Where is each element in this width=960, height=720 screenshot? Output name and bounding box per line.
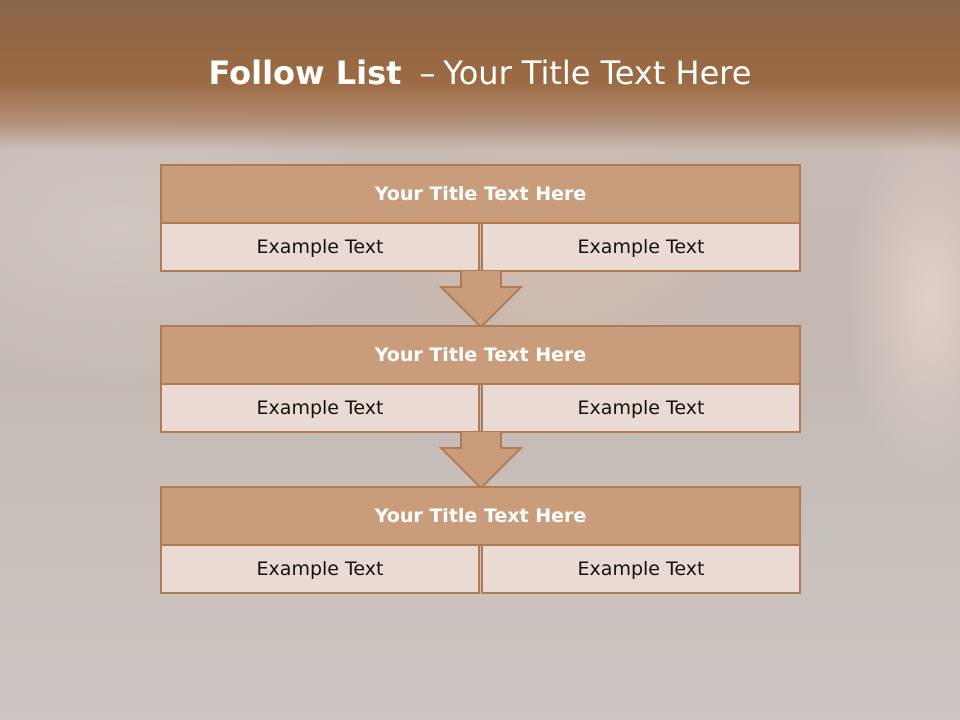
header-band (0, 0, 960, 150)
step-3-cell-right: Example Text (481, 544, 801, 594)
slide-title: Follow List–Your Title Text Here (0, 54, 960, 92)
down-arrow-icon-2 (439, 431, 523, 490)
step-title-3: Your Title Text Here (160, 486, 801, 546)
step-box-1: Your Title Text Here Example Text Exampl… (160, 164, 801, 272)
step-title-2: Your Title Text Here (160, 325, 801, 385)
slide-title-rest: Your Title Text Here (443, 54, 752, 92)
step-3-cell-left: Example Text (160, 544, 480, 594)
step-1-cell-left: Example Text (160, 222, 480, 272)
step-2-cell-right: Example Text (481, 383, 801, 433)
step-box-3: Your Title Text Here Example Text Exampl… (160, 486, 801, 594)
step-2-cell-left: Example Text (160, 383, 480, 433)
slide-title-bold: Follow List (208, 54, 402, 92)
slide-title-separator: – (419, 54, 436, 92)
step-box-2: Your Title Text Here Example Text Exampl… (160, 325, 801, 433)
down-arrow-icon-1 (439, 270, 523, 329)
step-title-1: Your Title Text Here (160, 164, 801, 224)
step-1-cell-right: Example Text (481, 222, 801, 272)
